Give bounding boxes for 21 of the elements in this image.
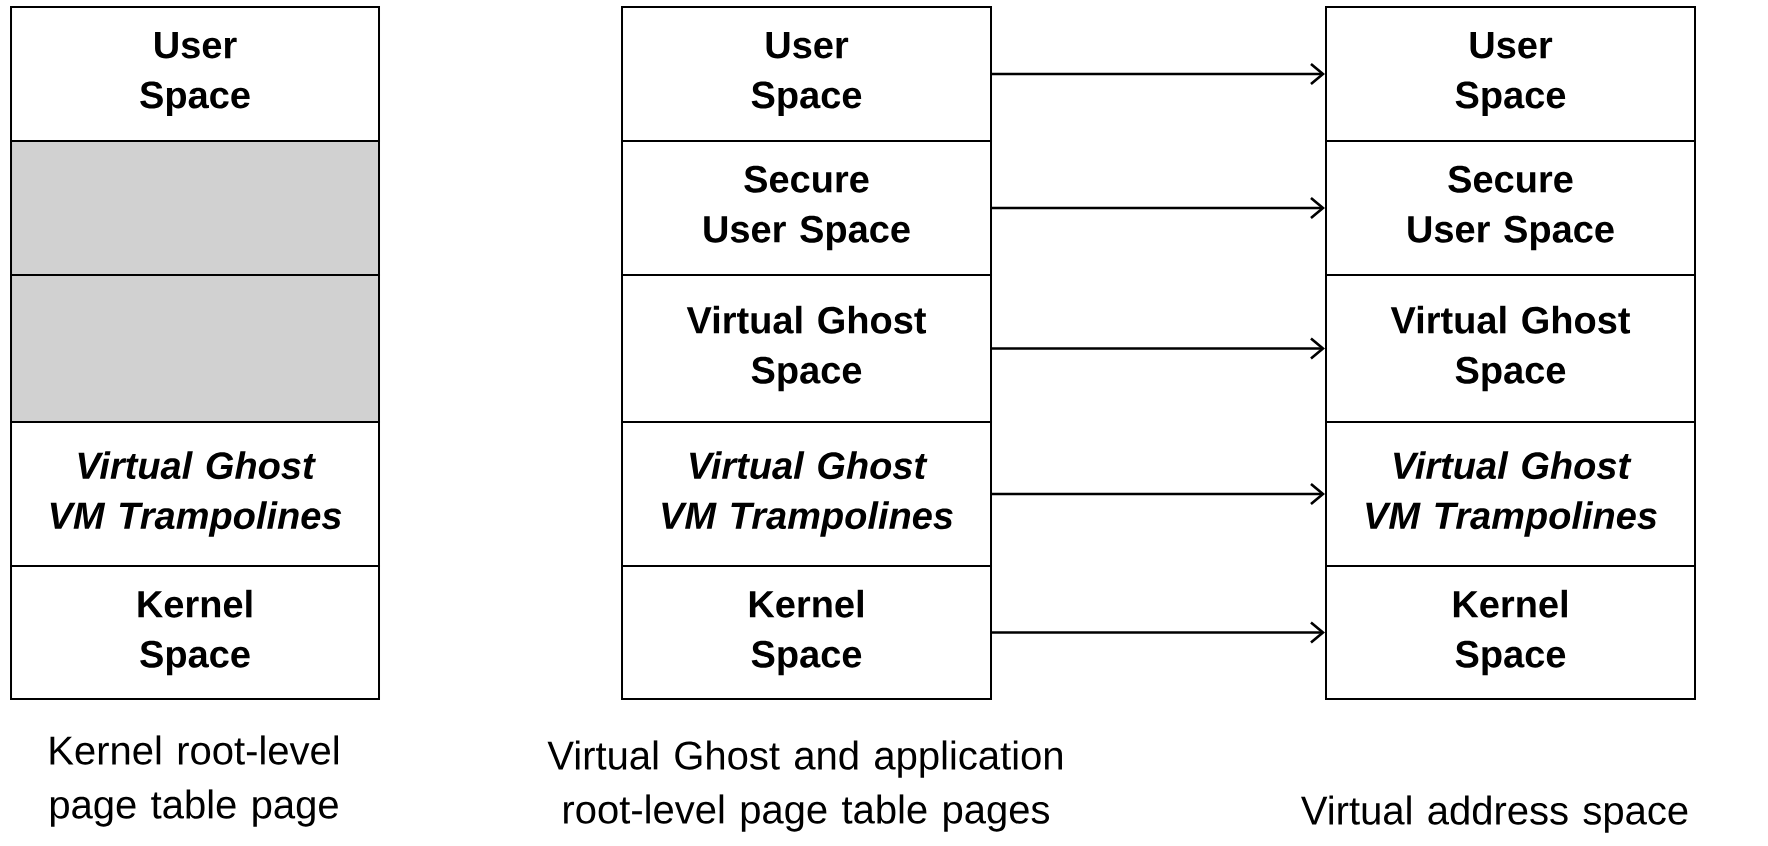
- arrow: [992, 63, 1325, 85]
- memory-region-box: Secure User Space: [1325, 140, 1696, 276]
- memory-region-box: User Space: [1325, 6, 1696, 142]
- caption: Virtual Ghost and application root-level page table pages: [547, 740, 1062, 832]
- arrow: [992, 621, 1325, 644]
- arrow: [992, 483, 1325, 505]
- memory-region-box: Kernel Space: [621, 565, 992, 700]
- unmapped-region-box: [10, 274, 380, 423]
- memory-region-box: Secure User Space: [621, 140, 992, 276]
- memory-region-box: Virtual Ghost VM Trampolines: [621, 421, 992, 567]
- memory-region-box: Kernel Space: [10, 565, 380, 700]
- memory-region-box: Virtual Ghost VM Trampolines: [10, 421, 380, 567]
- unmapped-region-box: [10, 140, 380, 276]
- arrow: [992, 337, 1325, 360]
- memory-region-box: Virtual Ghost VM Trampolines: [1325, 421, 1696, 567]
- memory-region-box: User Space: [621, 6, 992, 142]
- memory-region-box: Kernel Space: [1325, 565, 1696, 700]
- memory-region-box: Virtual Ghost Space: [1325, 274, 1696, 423]
- caption: Virtual address space: [1301, 795, 1688, 833]
- memory-region-box: Virtual Ghost Space: [621, 274, 992, 423]
- arrow: [992, 197, 1325, 219]
